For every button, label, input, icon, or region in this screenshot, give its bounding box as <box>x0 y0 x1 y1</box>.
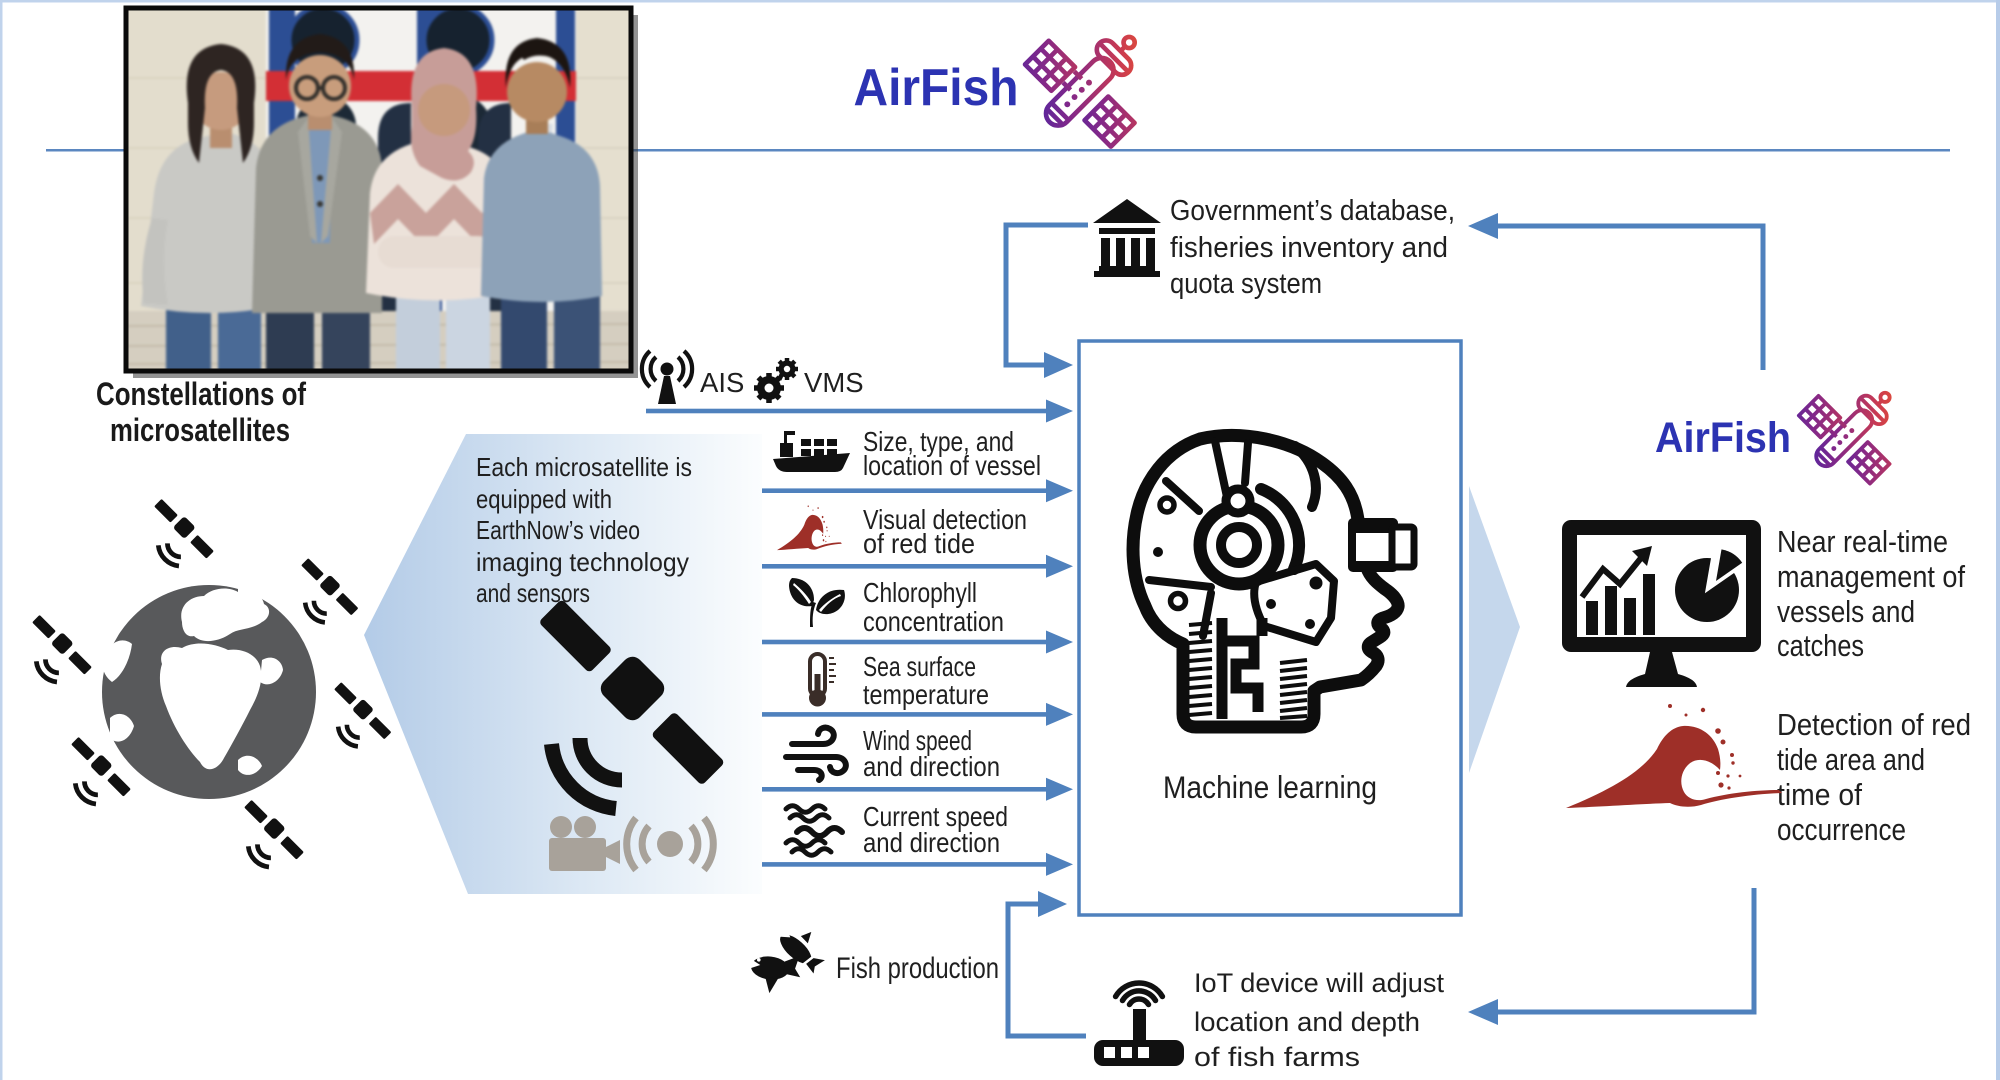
svg-text:AirFish: AirFish <box>854 59 1019 117</box>
svg-text:catches: catches <box>1777 629 1864 663</box>
svg-text:and sensors: and sensors <box>476 578 590 608</box>
svg-text:tide area and: tide area and <box>1777 743 1925 777</box>
svg-text:IoT device will adjust: IoT device will adjust <box>1194 968 1445 998</box>
svg-text:Size, type, and: Size, type, and <box>863 426 1014 457</box>
svg-text:Chlorophyll: Chlorophyll <box>863 577 977 608</box>
svg-text:AIS: AIS <box>700 367 744 398</box>
svg-text:time of: time of <box>1777 778 1862 812</box>
svg-text:microsatellites: microsatellites <box>110 412 290 448</box>
svg-text:vessels and: vessels and <box>1777 595 1915 629</box>
svg-text:location and depth: location and depth <box>1194 1007 1420 1037</box>
svg-text:concentration: concentration <box>863 606 1004 637</box>
svg-text:Sea surface: Sea surface <box>863 651 976 682</box>
svg-text:and direction: and direction <box>863 827 1000 858</box>
svg-text:EarthNow’s video: EarthNow’s video <box>476 515 640 545</box>
svg-text:quota system: quota system <box>1170 268 1322 300</box>
svg-text:of red tide: of red tide <box>863 528 975 559</box>
svg-text:and direction: and direction <box>863 751 1000 782</box>
svg-text:Each microsatellite is: Each microsatellite is <box>476 452 692 482</box>
svg-text:imaging technology: imaging technology <box>476 547 689 577</box>
svg-text:of fish farms: of fish farms <box>1194 1042 1360 1072</box>
svg-text:AirFish: AirFish <box>1655 414 1791 462</box>
svg-text:location of vessel: location of vessel <box>863 450 1041 481</box>
svg-text:temperature: temperature <box>863 679 989 710</box>
svg-text:Current speed: Current speed <box>863 801 1008 832</box>
svg-text:Wind speed: Wind speed <box>863 725 972 756</box>
svg-text:occurrence: occurrence <box>1777 813 1906 847</box>
svg-text:VMS: VMS <box>804 367 864 398</box>
svg-text:Fish production: Fish production <box>836 952 999 985</box>
svg-text:equipped with: equipped with <box>476 484 612 514</box>
svg-text:management of: management of <box>1777 560 1965 594</box>
svg-text:Detection of red: Detection of red <box>1777 708 1971 742</box>
svg-text:fisheries inventory and: fisheries inventory and <box>1170 232 1448 264</box>
svg-text:Constellations of: Constellations of <box>96 376 306 412</box>
svg-text:Near real-time: Near real-time <box>1777 525 1948 559</box>
svg-text:Visual detection: Visual detection <box>863 504 1027 535</box>
svg-text:Government’s database,: Government’s database, <box>1170 195 1455 227</box>
svg-text:Machine learning: Machine learning <box>1163 769 1377 805</box>
